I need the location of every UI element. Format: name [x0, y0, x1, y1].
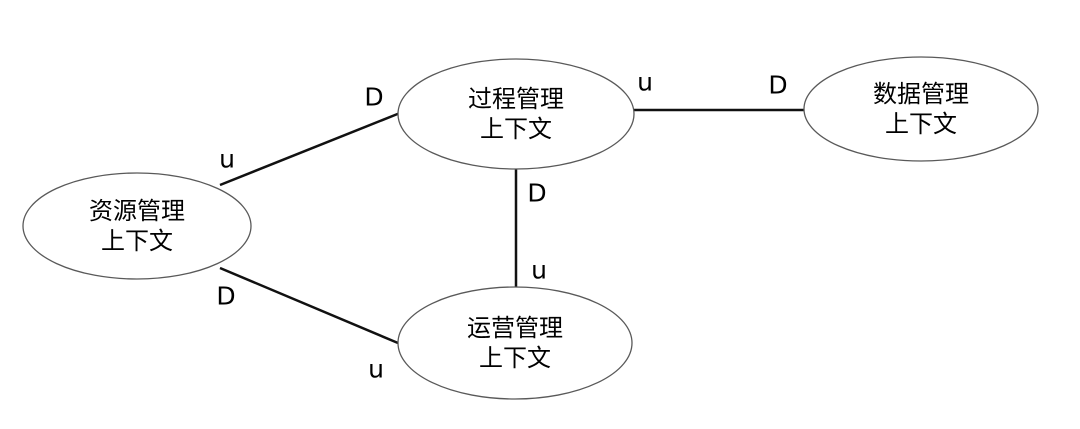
edge-label-process-data-1: D	[768, 71, 787, 100]
edge-label-process-operations-0: D	[527, 179, 546, 208]
edge-label-resource-operations-1: u	[368, 355, 384, 384]
edge-resource-operations	[219, 266, 399, 345]
node-label-process-line2: 上下文	[480, 115, 552, 143]
edge-label-resource-operations-0: D	[216, 282, 235, 311]
edge-label-process-data-0: u	[637, 68, 653, 97]
node-ellipse-data	[803, 56, 1039, 162]
node-label-operations-line2: 上下文	[479, 344, 551, 372]
node-label-process-line1: 过程管理	[468, 85, 564, 113]
node-label-resource-line2: 上下文	[101, 227, 173, 255]
node-label-operations-line1: 运营管理	[467, 314, 563, 342]
edge-resource-process	[219, 111, 401, 187]
edge-label-resource-process-0: u	[219, 145, 235, 174]
node-ellipse-process	[397, 58, 635, 170]
node-label-resource-line1: 资源管理	[89, 197, 185, 225]
edge-label-process-operations-1: u	[531, 256, 547, 285]
node-ellipse-operations	[397, 286, 633, 400]
node-label-data-line2: 上下文	[885, 110, 957, 138]
node-ellipse-resource	[22, 172, 252, 280]
edge-label-resource-process-1: D	[364, 83, 383, 112]
node-label-data-line1: 数据管理	[873, 80, 969, 108]
